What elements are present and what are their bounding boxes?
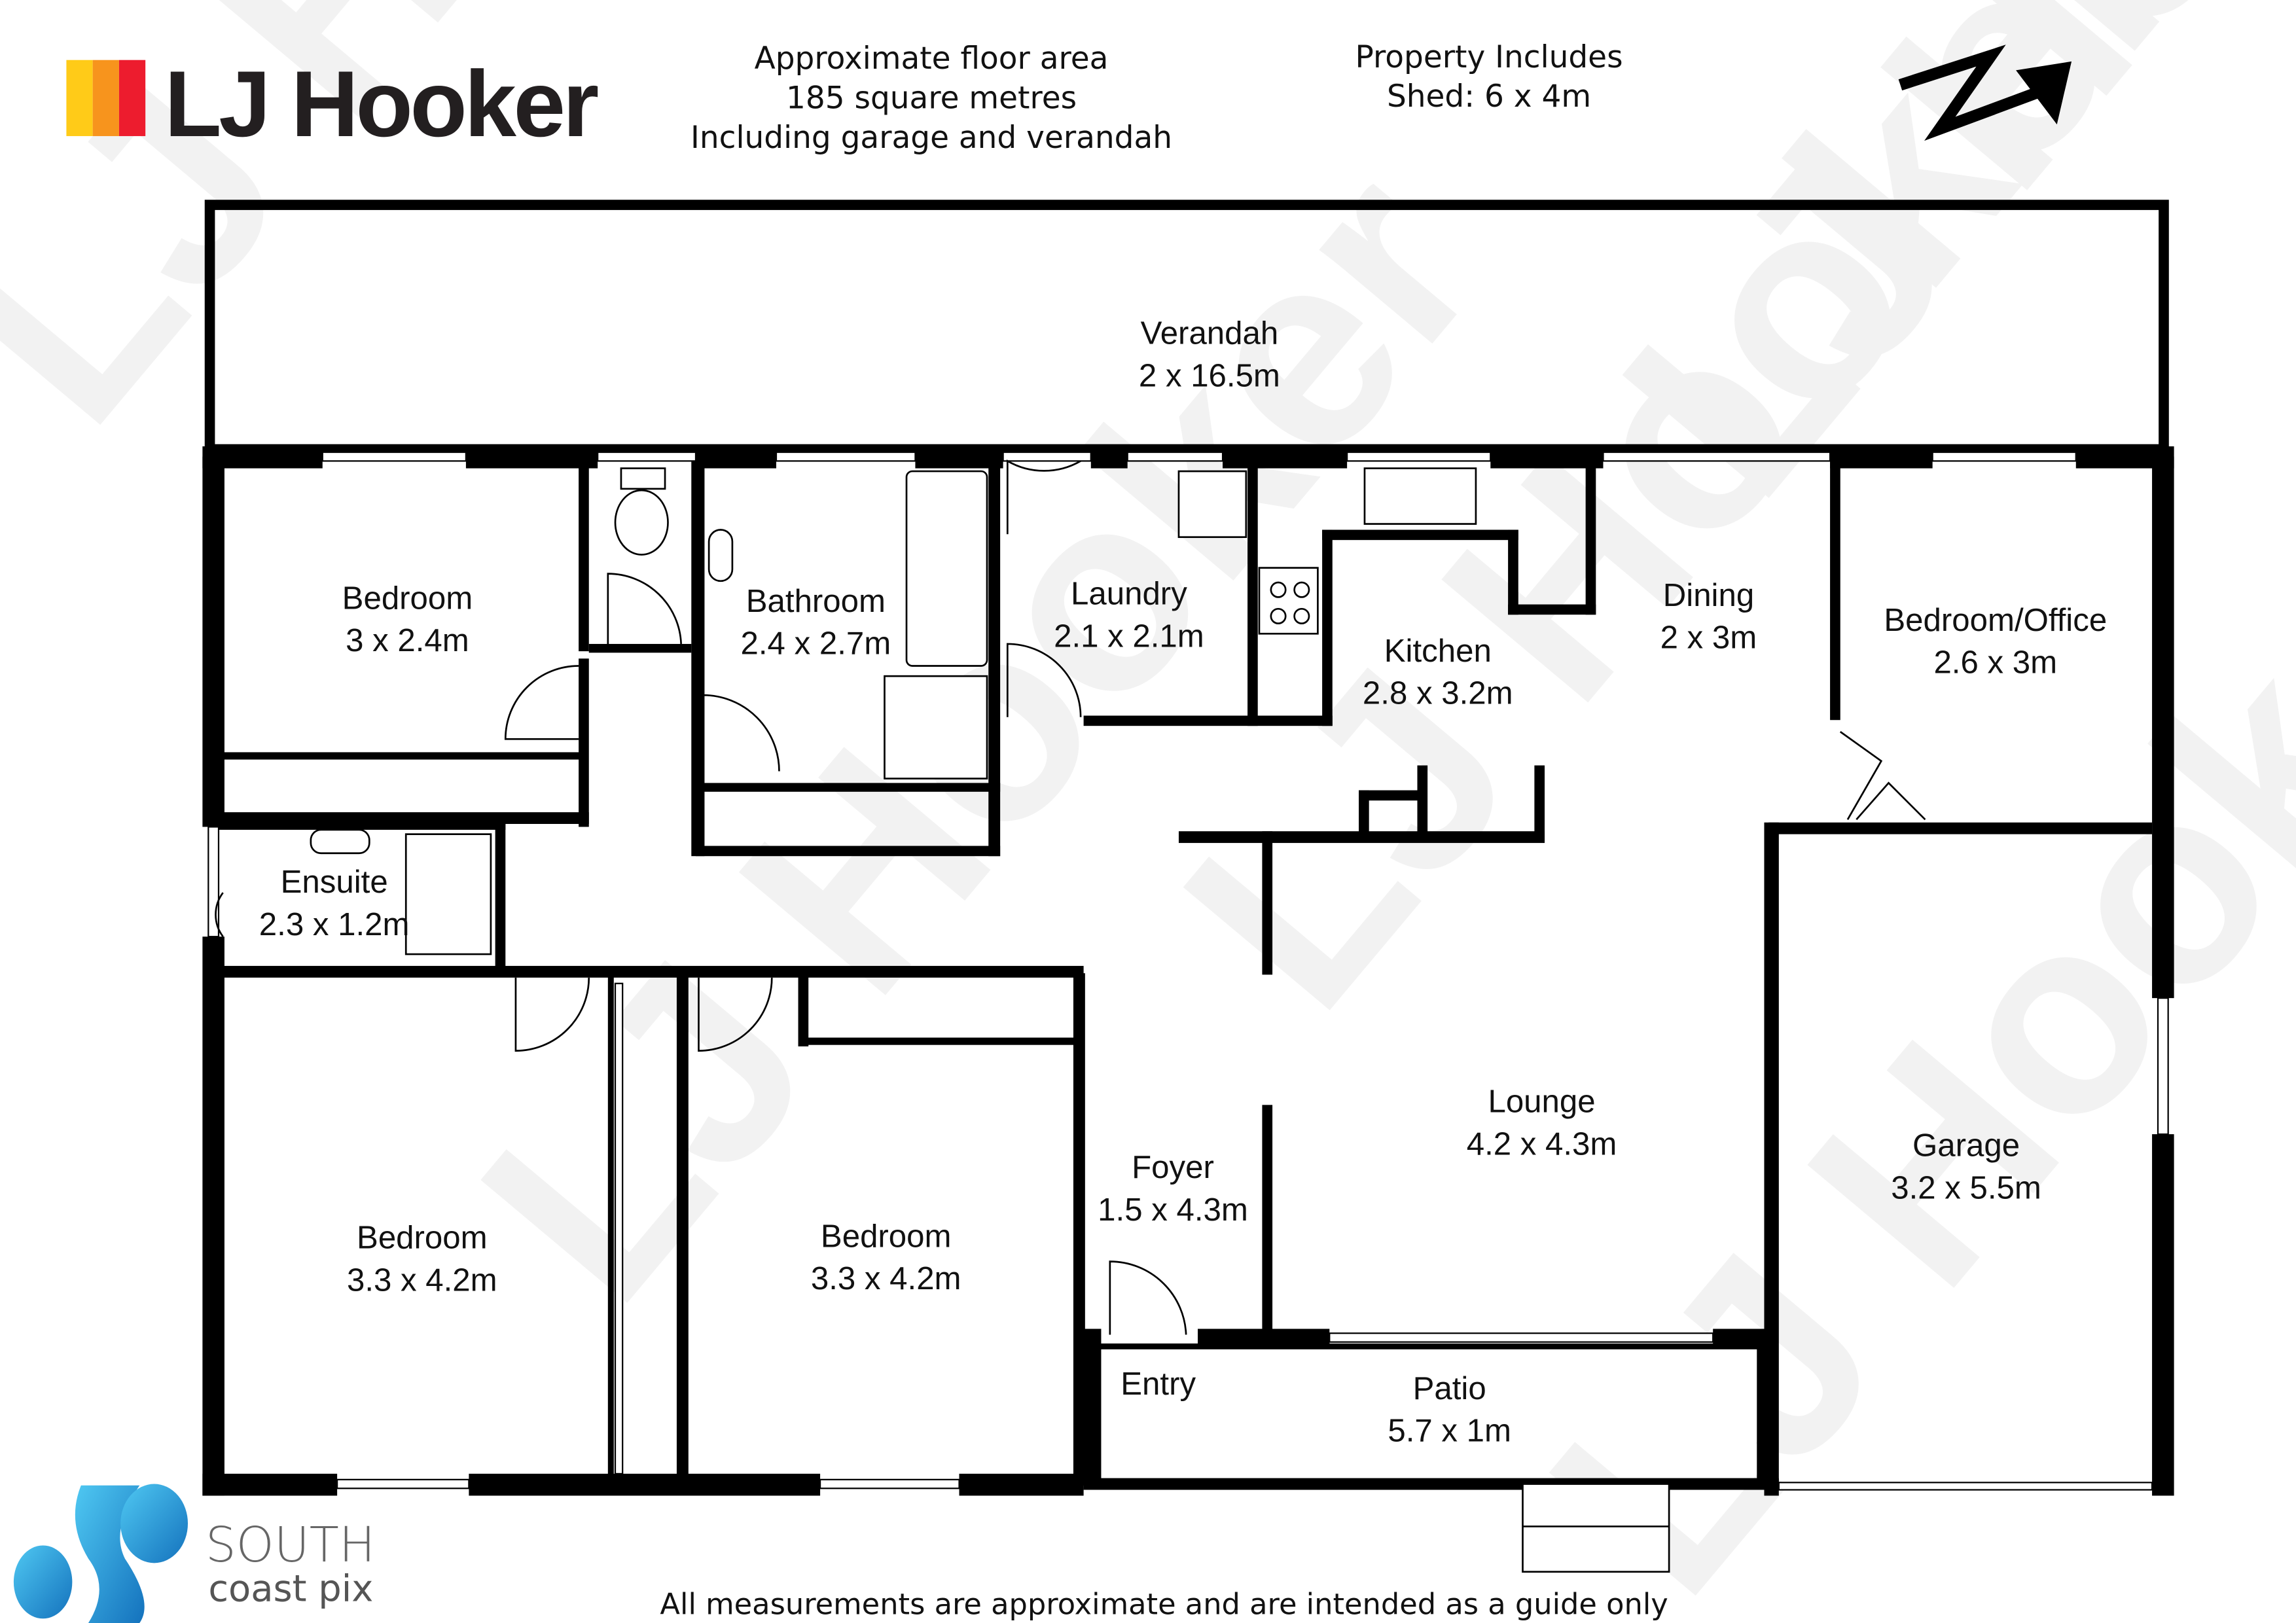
floor-area-value: 185 square metres xyxy=(786,80,1077,116)
room-name-bedroom3: Bedroom xyxy=(821,1218,952,1254)
room-dims-kitchen: 2.8 x 3.2m xyxy=(1363,675,1513,711)
kitchen-sink-icon xyxy=(1363,467,1477,525)
fixtures xyxy=(310,467,1670,1573)
toilet-icon xyxy=(614,489,669,556)
bathtub-icon xyxy=(905,470,988,667)
room-dims-bedroom3: 3.3 x 4.2m xyxy=(811,1260,961,1296)
room-dims-ensuite: 2.3 x 1.2m xyxy=(259,906,410,942)
room-name-patio: Patio xyxy=(1413,1370,1486,1406)
room-name-dining: Dining xyxy=(1663,577,1754,613)
walls xyxy=(202,446,2174,1496)
logo-line1: SOUTH xyxy=(206,1518,375,1573)
room-name-lounge: Lounge xyxy=(1488,1084,1595,1120)
room-dims-foyer: 1.5 x 4.3m xyxy=(1098,1192,1248,1228)
room-dims-laundry: 2.1 x 2.1m xyxy=(1054,618,1204,654)
room-name-ensuite: Ensuite xyxy=(281,864,388,900)
lj-hooker-logo: LJ Hooker xyxy=(66,52,601,156)
room-dims-garage: 3.2 x 5.5m xyxy=(1891,1169,2041,1205)
room-dims-office: 2.6 x 3m xyxy=(1933,645,2057,681)
shower-icon xyxy=(884,675,988,780)
floor-area-note: Including garage and verandah xyxy=(691,120,1172,156)
basin-icon xyxy=(708,529,734,582)
room-name-verandah: Verandah xyxy=(1141,315,1279,351)
includes-shed: Shed: 6 x 4m xyxy=(1387,79,1591,115)
disclaimer: All measurements are approximate and are… xyxy=(660,1587,1668,1622)
room-dims-dining: 2 x 3m xyxy=(1660,620,1757,656)
ensuite-shower-icon xyxy=(404,833,492,955)
verandah-outline xyxy=(204,200,2169,455)
brand-name: LJ Hooker xyxy=(164,52,598,156)
room-name-bathroom: Bathroom xyxy=(746,583,886,619)
room-name-entry: Entry xyxy=(1121,1366,1196,1402)
laundry-tub-icon xyxy=(1177,470,1247,539)
room-dims-bedroom1: 3 x 2.4m xyxy=(346,622,469,658)
room-name-foyer: Foyer xyxy=(1132,1149,1214,1185)
room-name-laundry: Laundry xyxy=(1071,576,1187,612)
room-name-bedroom1: Bedroom xyxy=(342,580,473,616)
windows xyxy=(207,451,2169,1491)
room-name-bedroom2: Bedroom xyxy=(357,1220,488,1256)
room-dims-verandah: 2 x 16.5m xyxy=(1139,357,1280,393)
room-name-kitchen: Kitchen xyxy=(1384,633,1492,669)
south-coast-pix-logo: SOUTH coast pix xyxy=(13,1484,375,1623)
room-dims-lounge: 4.2 x 4.3m xyxy=(1467,1126,1617,1162)
north-arrow-icon xyxy=(1898,45,2072,141)
doors xyxy=(215,459,1926,1335)
floor-area-label: Approximate floor area xyxy=(755,41,1109,77)
room-dims-bedroom2: 3.3 x 4.2m xyxy=(347,1262,497,1298)
logo-line2: coast pix xyxy=(208,1567,373,1610)
room-name-office: Bedroom/Office xyxy=(1884,602,2107,638)
ensuite-basin-icon xyxy=(310,829,370,855)
room-dims-bathroom: 2.4 x 2.7m xyxy=(741,626,891,662)
room-labels: Verandah 2 x 16.5m Bedroom 3 x 2.4m Bath… xyxy=(259,315,2107,1449)
room-name-garage: Garage xyxy=(1912,1128,2020,1164)
cooktop-icon xyxy=(1258,567,1319,635)
includes-label: Property Includes xyxy=(1355,39,1623,75)
step-icon xyxy=(1522,1483,1670,1573)
room-dims-patio: 5.7 x 1m xyxy=(1388,1413,1511,1449)
